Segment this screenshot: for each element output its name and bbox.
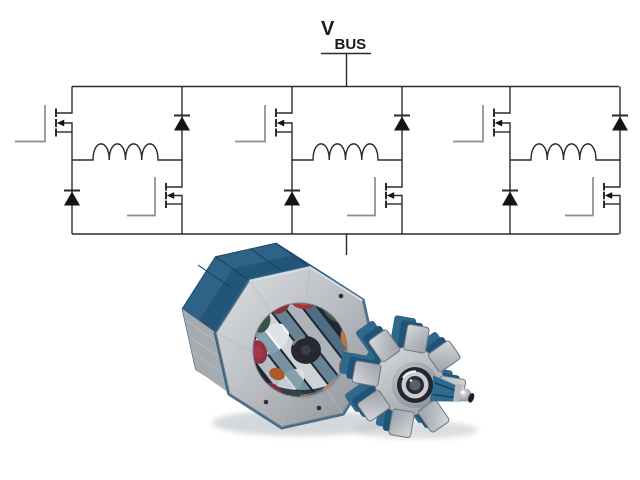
- stator-left-facet-stripes: [186, 320, 228, 377]
- phase-cell-b: [234, 85, 411, 235]
- vbus-subscript: BUS: [335, 36, 367, 53]
- shaft-end-in-bore: [291, 335, 321, 364]
- stator-screw-dots: [263, 293, 344, 411]
- motor-photo: [181, 242, 478, 447]
- phase-cell-a: [14, 85, 191, 235]
- rotor-shadow: [354, 421, 478, 439]
- stator-rim-highlight: [249, 266, 363, 302]
- inverter-schematic: V BUS: [14, 18, 629, 255]
- phase-cell-c: [452, 85, 629, 235]
- rotor-bearing: [397, 367, 433, 403]
- shaft-right: [429, 375, 475, 403]
- vbus-symbol: V: [321, 18, 335, 40]
- stator: [181, 242, 379, 430]
- stator-left-facet: [182, 308, 230, 394]
- stator-facet-lines: [215, 267, 376, 427]
- rotor: [331, 307, 475, 447]
